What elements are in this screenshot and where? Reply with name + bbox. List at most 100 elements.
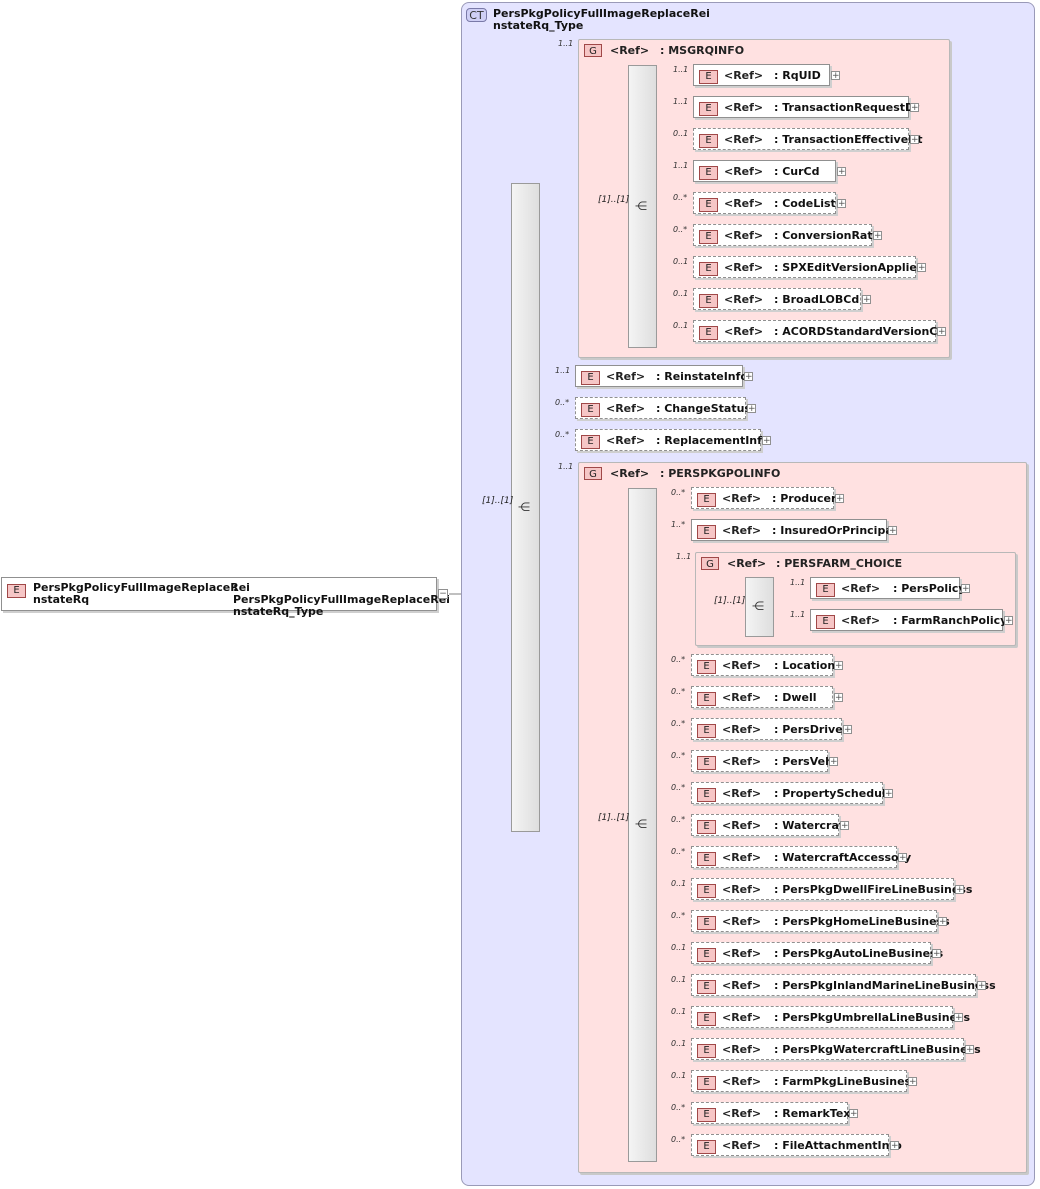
expand-icon[interactable]: + (937, 327, 946, 337)
expand-icon[interactable]: + (834, 693, 843, 703)
element-producer[interactable]: E<Ref>: Producer (691, 487, 836, 509)
expand-icon[interactable]: + (762, 436, 771, 446)
element-acordstandardversioncd[interactable]: E<Ref>: ACORDStandardVersionCd (693, 320, 945, 342)
expand-icon[interactable]: + (908, 1077, 917, 1087)
expand-icon[interactable]: + (747, 404, 756, 414)
collapse-icon[interactable]: − (438, 589, 448, 599)
expand-icon[interactable]: + (884, 789, 893, 799)
expand-icon[interactable]: + (829, 757, 838, 767)
expand-icon[interactable]: + (873, 231, 882, 241)
perspkg-sequence-range: [1]..[1] (598, 813, 630, 823)
expand-icon[interactable]: + (938, 917, 947, 927)
expand-icon[interactable]: + (910, 103, 919, 113)
element-badge: E (697, 724, 716, 738)
element-farmranchpolicy[interactable]: E<Ref>: FarmRanchPolicy (810, 609, 1007, 631)
element-changestatus[interactable]: E<Ref>: ChangeStatus (575, 397, 751, 419)
element-insuredorprincipal[interactable]: E<Ref>: InsuredOrPrincipal (691, 519, 897, 541)
expand-icon[interactable]: + (744, 372, 753, 382)
element-reinstateinfo[interactable]: E<Ref>: ReinstateInfo (575, 365, 748, 387)
element-perspkgautolinebusiness[interactable]: E<Ref>: PersPkgAutoLineBusiness (691, 942, 943, 964)
cardinality-perspkgumbrellalinebusiness: 0..1 (671, 1007, 687, 1016)
element-transactioneffectivedt[interactable]: E<Ref>: TransactionEffectiveDt (693, 128, 923, 150)
element-transactionrequestdt[interactable]: E<Ref>: TransactionRequestDt (693, 96, 919, 118)
element-ref-label: <Ref> (724, 261, 764, 274)
element-persdriver[interactable]: E<Ref>: PersDriver (691, 718, 848, 740)
root-element[interactable]: E PersPkgPolicyFullImageReplaceRei nstat… (1, 577, 450, 618)
expand-icon[interactable]: + (910, 135, 919, 145)
cardinality-transactioneffectivedt: 0..1 (673, 129, 689, 138)
element-codelist[interactable]: E<Ref>: CodeList (693, 192, 836, 214)
element-persveh[interactable]: E<Ref>: PersVeh (691, 750, 833, 772)
element-replacementinfo[interactable]: E<Ref>: ReplacementInfo (575, 429, 770, 451)
element-name: : PersDriver (774, 723, 849, 736)
element-watercraftaccessory[interactable]: E<Ref>: WatercraftAccessory (691, 846, 911, 868)
cardinality-perspkgdwellfirelinebusiness: 0..1 (671, 879, 687, 888)
choice-compositor[interactable] (745, 577, 774, 637)
element-name: : TransactionEffectiveDt (774, 133, 923, 146)
expand-icon[interactable]: + (837, 199, 846, 209)
element-badge: E (697, 1108, 716, 1122)
element-ref-label: <Ref> (724, 69, 764, 82)
element-badge: E (581, 435, 600, 449)
element-badge: E (699, 134, 718, 148)
cardinality-dwell: 0..* (671, 687, 686, 696)
expand-icon[interactable]: + (835, 494, 844, 504)
group-perspkgpolinfo-cardinality: 1..1 (558, 462, 574, 471)
expand-icon[interactable]: + (862, 295, 871, 305)
element-perspkgdwellfirelinebusiness[interactable]: E<Ref>: PersPkgDwellFireLineBusiness (691, 878, 972, 900)
expand-icon[interactable]: + (954, 1013, 963, 1023)
element-perspkgwatercraftlinebusiness[interactable]: E<Ref>: PersPkgWatercraftLineBusiness (691, 1038, 981, 1060)
element-perspkghomelinebusiness[interactable]: E<Ref>: PersPkgHomeLineBusiness (691, 910, 950, 932)
element-badge: E (697, 1140, 716, 1154)
expand-icon[interactable]: + (888, 526, 897, 536)
element-name: : ConversionRate (774, 229, 881, 242)
element-dwell[interactable]: E<Ref>: Dwell (691, 686, 833, 708)
element-name: : ChangeStatus (656, 402, 751, 415)
element-spxeditversionapplied[interactable]: E<Ref>: SPXEditVersionApplied (693, 256, 925, 278)
element-badge: E (697, 788, 716, 802)
outer-sequence-compositor[interactable] (511, 183, 540, 832)
cardinality-codelist: 0..* (673, 193, 688, 202)
expand-icon[interactable]: + (831, 71, 840, 81)
cardinality-persdriver: 0..* (671, 719, 686, 728)
element-perspkgumbrellalinebusiness[interactable]: E<Ref>: PersPkgUmbrellaLineBusiness (691, 1006, 970, 1028)
expand-icon[interactable]: + (1004, 616, 1013, 626)
expand-icon[interactable]: + (834, 661, 843, 671)
element-perspolicy[interactable]: E<Ref>: PersPolicy (810, 577, 966, 599)
element-perspkginlandmarinelinebusiness[interactable]: E<Ref>: PersPkgInlandMarineLineBusiness (691, 974, 996, 996)
expand-icon[interactable]: + (890, 1141, 899, 1151)
element-propertyschedule[interactable]: E<Ref>: PropertySchedule (691, 782, 893, 804)
element-name: : CurCd (774, 165, 820, 178)
expand-icon[interactable]: + (932, 949, 941, 959)
element-name: : FarmRanchPolicy (893, 614, 1008, 627)
element-badge: E (697, 980, 716, 994)
cardinality-broadlobcd: 0..1 (673, 289, 689, 298)
element-name: : TransactionRequestDt (774, 101, 920, 114)
element-name: : FileAttachmentInfo (774, 1139, 902, 1152)
expand-icon[interactable]: + (955, 885, 964, 895)
expand-icon[interactable]: + (977, 981, 986, 991)
msgrq-sequence-compositor[interactable] (628, 65, 657, 348)
perspkg-sequence-compositor[interactable] (628, 488, 657, 1162)
expand-icon[interactable]: + (840, 821, 849, 831)
element-badge: E (581, 371, 600, 385)
element-broadlobcd[interactable]: E<Ref>: BroadLOBCd (693, 288, 861, 310)
element-farmpkglinebusiness[interactable]: E<Ref>: FarmPkgLineBusiness (691, 1070, 918, 1092)
element-conversionrate[interactable]: E<Ref>: ConversionRate (693, 224, 880, 246)
expand-icon[interactable]: + (837, 167, 846, 177)
expand-icon[interactable]: + (917, 263, 926, 273)
expand-icon[interactable]: + (849, 1109, 858, 1119)
element-fileattachmentinfo[interactable]: E<Ref>: FileAttachmentInfo (691, 1134, 902, 1156)
expand-icon[interactable]: + (843, 725, 852, 735)
element-location[interactable]: E<Ref>: Location (691, 654, 835, 676)
expand-icon[interactable]: + (898, 853, 907, 863)
element-ref-label: <Ref> (722, 787, 762, 800)
element-watercraft[interactable]: E<Ref>: Watercraft (691, 814, 849, 836)
element-rquid[interactable]: E<Ref>: RqUID (693, 64, 830, 86)
element-remarktext[interactable]: E<Ref>: RemarkText (691, 1102, 856, 1124)
cardinality-perspkghomelinebusiness: 0..* (671, 911, 686, 920)
element-badge: E (699, 102, 718, 116)
element-curcd[interactable]: E<Ref>: CurCd (693, 160, 836, 182)
expand-icon[interactable]: + (961, 584, 970, 594)
expand-icon[interactable]: + (965, 1045, 974, 1055)
